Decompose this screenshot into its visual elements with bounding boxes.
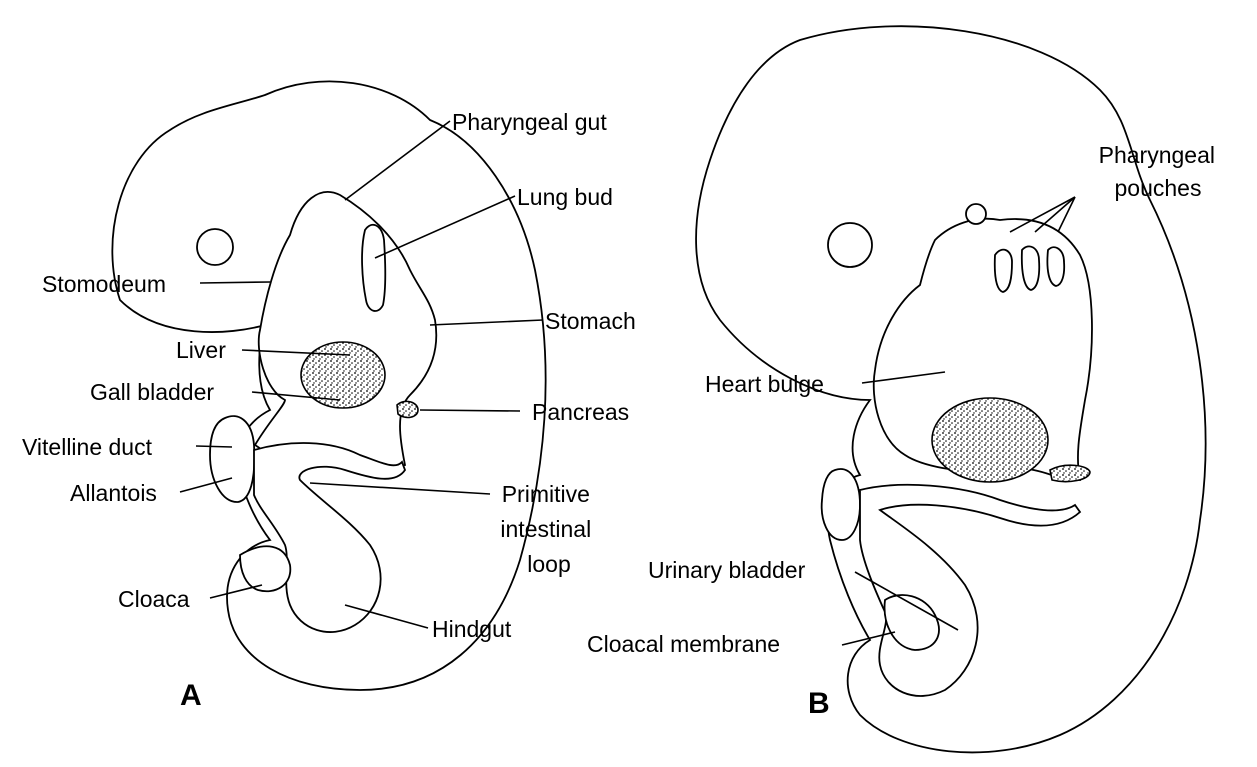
label-liver: Liver bbox=[176, 337, 226, 363]
leader-lines-b bbox=[841, 196, 1076, 646]
label-cloacal-membrane: Cloacal membrane bbox=[587, 631, 780, 657]
label-primitive-line2: intestinal bbox=[500, 516, 591, 542]
foregut-a bbox=[253, 191, 438, 468]
label-pouches-line2: pouches bbox=[1115, 175, 1202, 201]
pharyngeal-pouch-2 bbox=[1020, 245, 1041, 291]
label-pancreas: Pancreas bbox=[532, 399, 629, 425]
pharyngeal-pouch-3 bbox=[1046, 246, 1066, 287]
eye-b bbox=[827, 222, 873, 268]
eye-a bbox=[196, 228, 234, 266]
liver-a bbox=[300, 341, 386, 409]
label-primitive-intestinal-loop: Primitive intestinal loop bbox=[500, 481, 597, 577]
label-stomach: Stomach bbox=[545, 308, 636, 334]
liver-b bbox=[931, 397, 1049, 483]
cloaca-a bbox=[239, 545, 292, 593]
label-urinary-bladder: Urinary bladder bbox=[648, 557, 806, 583]
label-primitive-line3: loop bbox=[527, 551, 570, 577]
label-hindgut: Hindgut bbox=[432, 616, 512, 642]
label-pharyngeal-pouches: Pharyngeal pouches bbox=[1099, 142, 1222, 201]
panel-letter-a: A bbox=[180, 679, 202, 712]
label-pharyngeal-gut: Pharyngeal gut bbox=[452, 109, 607, 135]
label-gall-bladder: Gall bladder bbox=[90, 379, 214, 405]
panel-a bbox=[111, 80, 547, 691]
label-allantois: Allantois bbox=[70, 480, 157, 506]
midgut-loop-a bbox=[253, 442, 407, 633]
label-cloaca: Cloaca bbox=[118, 586, 190, 612]
labels-b: Pharyngeal pouches Heart bulge Urinary b… bbox=[587, 142, 1222, 720]
pharyngeal-pouch-1 bbox=[993, 248, 1013, 293]
label-lung-bud: Lung bud bbox=[517, 184, 613, 210]
vitelline-disc-a bbox=[209, 415, 256, 503]
labels-a: Pharyngeal gut Lung bud Stomodeum Stomac… bbox=[22, 109, 636, 712]
label-pouches-line1: Pharyngeal bbox=[1099, 142, 1215, 168]
midgut-loop-b bbox=[859, 483, 1082, 697]
allantois-disc-b bbox=[820, 468, 861, 541]
leader-lines-a bbox=[179, 120, 544, 629]
label-vitelline-duct: Vitelline duct bbox=[22, 434, 153, 460]
label-heart-bulge: Heart bulge bbox=[705, 371, 824, 397]
label-stomodeum: Stomodeum bbox=[42, 271, 166, 297]
lung-bud-a bbox=[361, 223, 387, 312]
embryo-b-outline bbox=[695, 25, 1207, 754]
label-primitive-line1: Primitive bbox=[502, 481, 590, 507]
pancreas-a bbox=[396, 400, 419, 419]
panel-b bbox=[695, 25, 1207, 754]
panel-letter-b: B bbox=[808, 687, 830, 720]
pancreas-b bbox=[1049, 464, 1091, 483]
pharyngeal-bulb bbox=[965, 203, 987, 225]
